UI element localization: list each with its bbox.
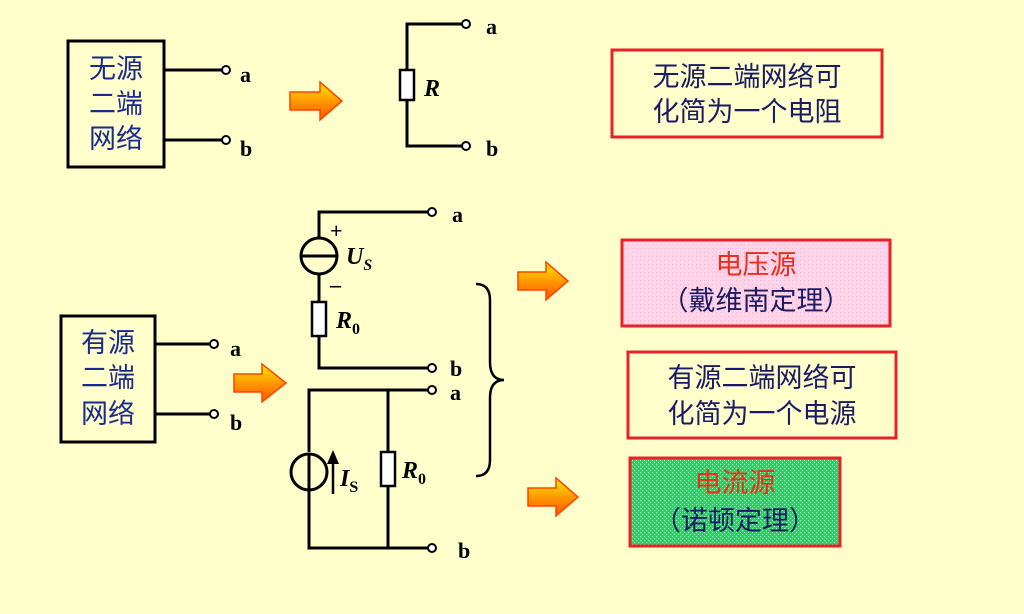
active-box-line-1: 有源 — [81, 328, 135, 359]
passive-terminal-a: a — [240, 62, 251, 87]
current-note-box: 电流源 （诺顿定理） — [628, 456, 842, 548]
arrow-right-icon — [233, 362, 288, 404]
voltage-terminal-a: a — [452, 202, 463, 227]
voltage-label: US — [346, 244, 372, 274]
active-box-line-3: 网络 — [81, 399, 135, 430]
active-terminals: a b — [155, 336, 242, 435]
equiv-terminal-a: a — [486, 14, 497, 39]
passive-box-line-1: 无源 — [89, 54, 143, 85]
passive-box-line-2: 二端 — [89, 89, 143, 120]
current-terminal-b: b — [458, 538, 470, 563]
passive-note-line-2: 化简为一个电阻 — [653, 97, 842, 128]
active-terminal-a: a — [230, 336, 241, 361]
voltage-note-box: 电压源 （戴维南定理） — [620, 238, 892, 328]
passive-note-box: 无源二端网络可 化简为一个电阻 — [610, 48, 884, 139]
passive-box-line-3: 网络 — [89, 124, 143, 155]
active-network-box: 有源 二端 网络 — [59, 314, 157, 444]
active-note-box: 有源二端网络可 化简为一个电源 — [626, 350, 898, 440]
curly-brace — [475, 282, 505, 478]
voltage-source-circuit: + – US R0 a b — [299, 202, 463, 381]
voltage-terminal-b: b — [450, 356, 462, 381]
arrow-right-icon — [517, 260, 570, 302]
passive-terminals: a b — [164, 62, 252, 161]
current-note-line-2: （诺顿定理） — [654, 506, 816, 537]
resistor-label: R — [423, 76, 440, 102]
active-box-line-2: 二端 — [81, 363, 135, 394]
voltage-note-line-1: 电压源 — [716, 250, 797, 281]
active-note-line-1: 有源二端网络可 — [668, 363, 857, 394]
equivalent-resistor-circuit: R a b — [398, 14, 498, 161]
current-label: IS — [339, 466, 358, 496]
voltage-r0-label: R0 — [335, 308, 360, 338]
active-terminal-b: b — [230, 410, 242, 435]
active-note-line-2: 化简为一个电源 — [668, 399, 857, 430]
current-note-line-1: 电流源 — [695, 468, 776, 499]
voltage-plus: + — [330, 218, 343, 243]
current-source-circuit: IS R0 a b — [289, 380, 470, 563]
equiv-terminal-b: b — [486, 136, 498, 161]
arrow-right-icon — [527, 476, 580, 518]
passive-note-line-1: 无源二端网络可 — [653, 62, 842, 93]
voltage-note-line-2: （戴维南定理） — [662, 286, 851, 317]
arrow-right-icon — [289, 80, 344, 122]
voltage-minus: – — [329, 272, 342, 297]
current-r0-label: R0 — [401, 458, 426, 488]
passive-network-box: 无源 二端 网络 — [66, 39, 166, 169]
current-terminal-a: a — [450, 380, 461, 405]
passive-terminal-b: b — [240, 136, 252, 161]
